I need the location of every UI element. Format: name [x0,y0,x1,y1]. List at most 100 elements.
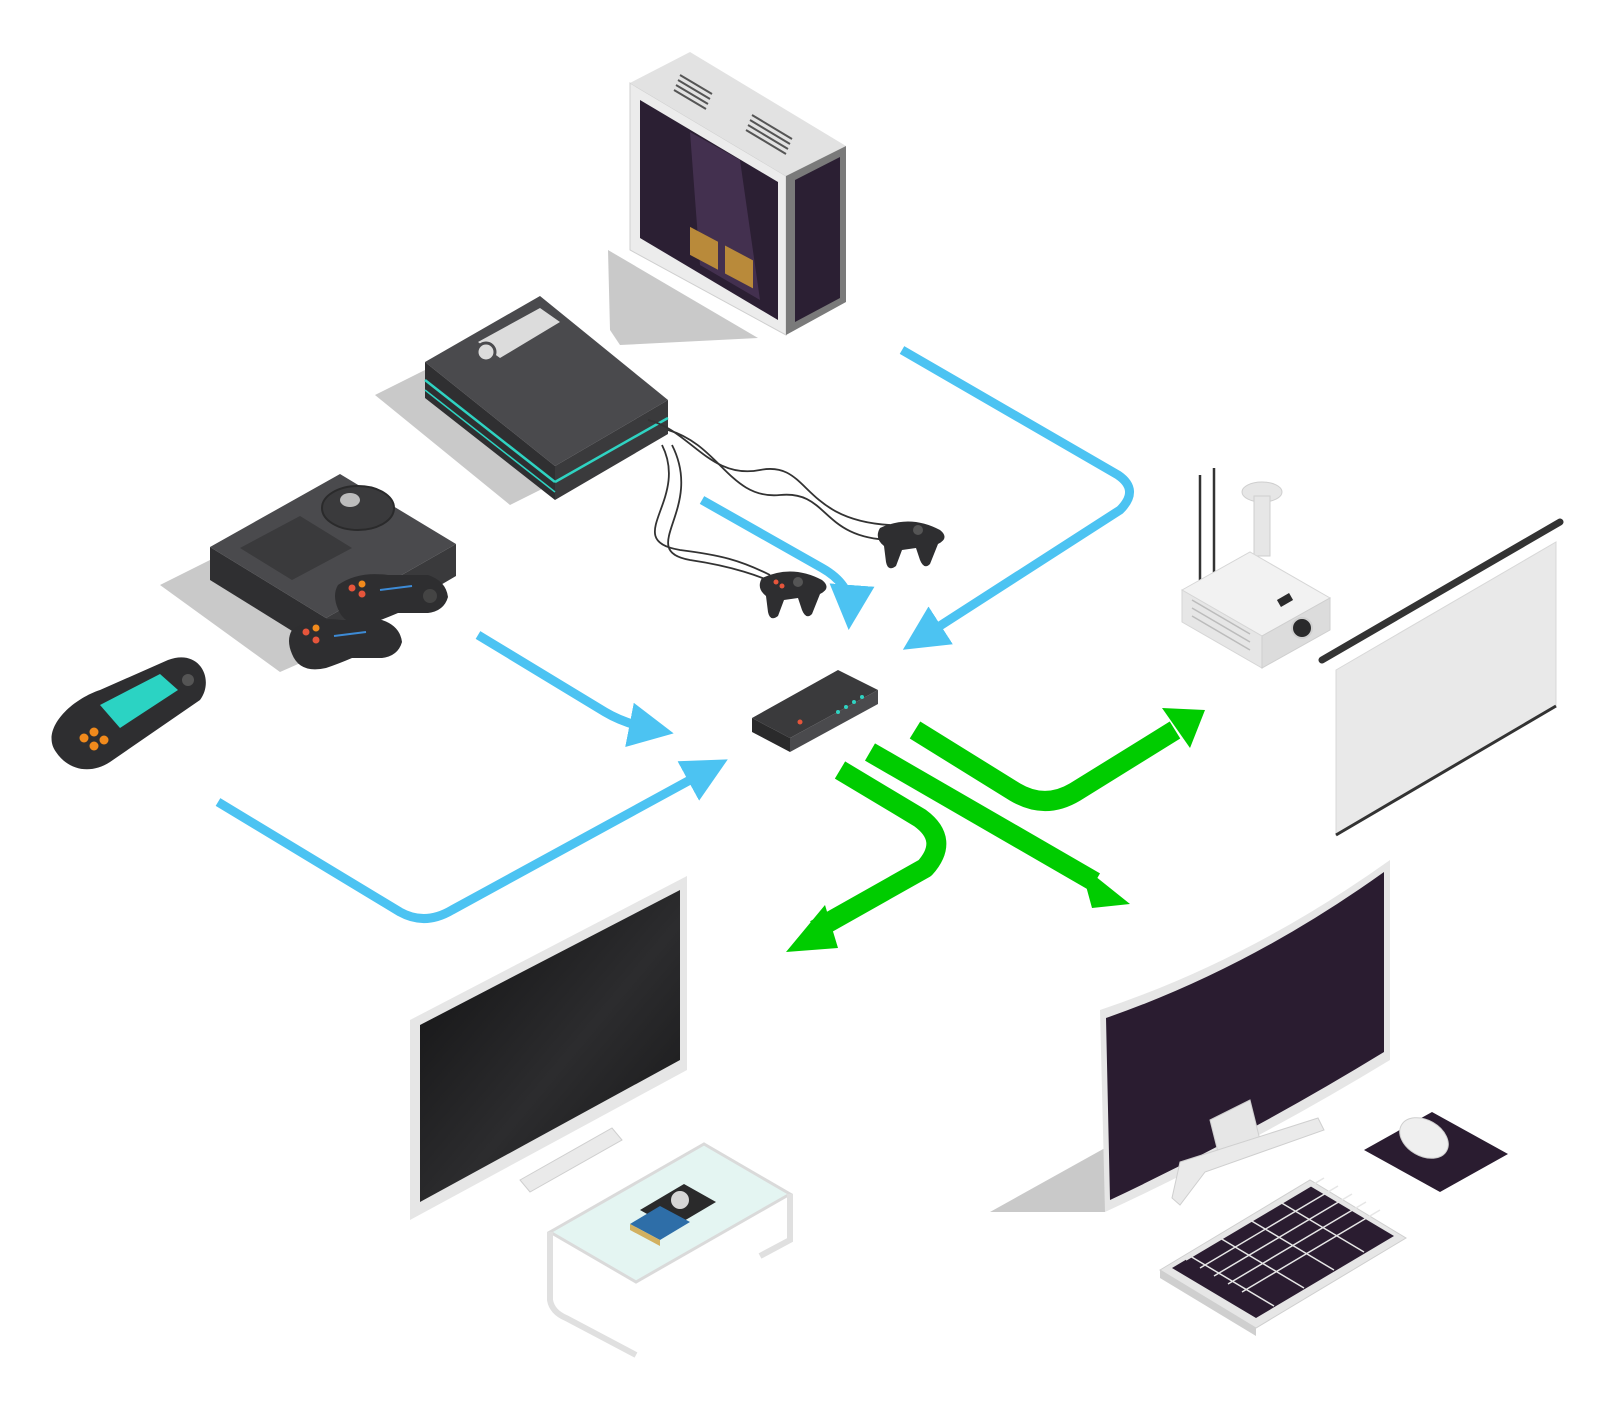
input-arrow-from-retro [475,631,674,747]
output-arrows [786,708,1205,952]
controller-wired-1-stick [913,525,923,535]
screen-roller [1318,518,1564,664]
projection-screen [1318,518,1564,837]
console-retro-cart-slot [240,516,352,580]
switch-power-led [797,719,803,725]
monitor-shadow [990,1148,1105,1212]
table-leg-right [758,1194,793,1259]
output-arrow-to-projector-head [1162,708,1205,748]
game-box-edge [630,1224,660,1246]
controller-retro-1-btn-3 [358,590,366,598]
console-retro-shadow [160,560,330,672]
controller-retro-1 [335,574,448,625]
cable-4 [667,444,791,591]
handheld-btn-4 [99,735,109,745]
switch-port-led-1 [836,710,840,714]
controller-wired-2 [759,571,827,619]
pc-gpu-left [690,226,718,270]
switch-port-led-2 [844,705,848,709]
table-leg-left [547,1232,638,1358]
console-modern-shadow [375,370,560,505]
switch-front [752,718,790,752]
switch-top [752,670,878,738]
tv-stand [519,1127,623,1193]
game-console-retro [160,474,456,672]
glass-table [546,1142,794,1358]
television [410,876,687,1220]
input-arrow-from-pc [899,346,1134,650]
output-arrow-to-tv-head [786,905,838,952]
console-retro-disc-lid [321,485,395,531]
cable-3 [653,444,771,576]
handheld-console [51,657,206,770]
game-box [630,1206,690,1240]
output-arrow-to-monitor [864,743,1101,891]
controller-retro-1-stripe [379,585,413,591]
handheld-stick [182,674,194,686]
curved-monitor [990,860,1390,1212]
game-console-modern [375,296,669,505]
switch-side [790,690,878,752]
projector [1180,468,1332,669]
controller-cables [647,419,896,591]
switch-port-led-3 [852,700,856,704]
handheld-btn-3 [89,741,99,751]
controller-wired-2-btn-b [779,583,785,589]
output-arrow-to-monitor-head [1080,864,1130,908]
input-arrow-from-handheld [215,759,728,923]
projector-vents [1191,599,1251,651]
controller-wired-1 [877,521,945,569]
mouse-setup [1364,1112,1508,1192]
controller-wired-2-btn-a [773,579,779,585]
handheld-btn-2 [89,727,99,737]
cable-2 [667,429,896,541]
keyboard-front-edge [1160,1270,1256,1336]
output-arrow-to-projector [909,721,1181,811]
console-retro-disc-button [340,493,360,507]
controller-retro-2-stripe [333,631,367,637]
console-modern-teal-stripe-2 [554,416,669,484]
handheld-btn-1 [79,733,89,743]
controller-retro-1-btn-1 [348,584,356,592]
input-arrow-from-controller [699,496,875,630]
output-arrow-to-tv [810,761,947,939]
console-modern-teal-stripe-1 [424,379,556,483]
controller-retro-2-btn-3 [312,636,320,644]
input-arrows [215,346,1134,923]
cable-1 [647,419,891,526]
switch-port-led-4 [860,695,864,699]
hdmi-switch [752,670,878,752]
pc-vent-right [745,114,793,155]
console-retro-left-face [210,547,326,652]
gamepad-icon [759,571,827,619]
monitor-screen [1106,872,1384,1200]
controller-wired-2-stick [793,577,803,587]
pc-shadow [608,250,758,345]
gaming-pc-tower [608,52,846,345]
gamepad-icon [877,521,945,569]
controller-retro-1-dpad [423,589,437,603]
projector-display [1276,593,1294,607]
console-modern-logo-icon [475,341,497,363]
pc-front-inner [795,157,840,322]
keyboard [1159,1177,1407,1336]
screen-bottom-bar [1335,704,1557,837]
console-modern-logo-plate [478,308,560,358]
keyboard-key-grid [1185,1177,1381,1307]
controller-retro-2 [289,619,402,670]
pc-vent-left [673,74,713,110]
mouse-icon [1399,1117,1449,1159]
console-modern-teal-stripe-3 [424,389,556,493]
controller-retro-2-btn-1 [302,628,310,636]
handheld-screen [100,674,178,728]
tv-screen [420,890,680,1202]
controller-retro-2-btn-2 [312,624,320,632]
gamepad-icon [289,619,402,670]
projector-lens [1291,617,1313,639]
controller-retro-1-btn-2 [358,580,366,588]
monitor-stand-base [1171,1117,1325,1206]
disc-icon [669,1189,691,1211]
projector-mount-pole [1253,495,1271,557]
pc-gpu-right [725,245,753,289]
